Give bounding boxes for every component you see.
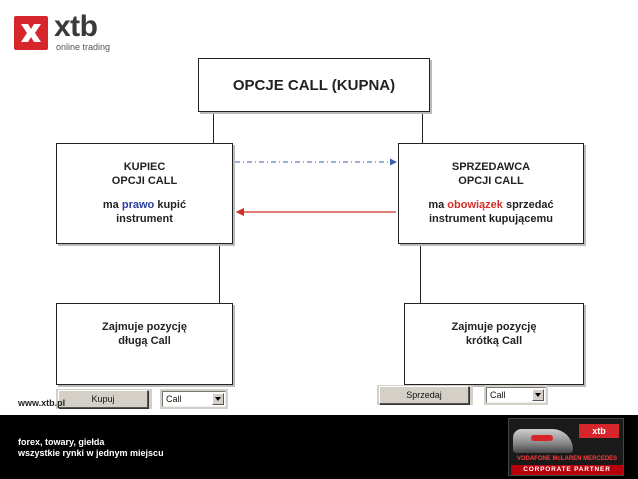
short-position-box: Zajmuje pozycję krótką Call <box>404 303 584 385</box>
sell-select-value: Call <box>490 390 506 400</box>
seller-box: SPRZEDAWCA OPCJI CALL ma obowiązek sprze… <box>398 143 584 244</box>
long-line2: długą Call <box>118 335 171 347</box>
buyer-line2: OPCJI CALL <box>111 175 178 187</box>
race-car-icon <box>513 429 573 453</box>
seller-line1: SPRZEDAWCA <box>451 161 531 173</box>
short-line2: krótką Call <box>465 335 523 347</box>
buyer-keyword: prawo <box>121 199 155 211</box>
sell-option-select[interactable]: Call <box>486 387 546 403</box>
logo-tagline: online trading <box>56 42 111 52</box>
buyer-post: kupić <box>157 199 187 211</box>
buyer-pre: ma <box>102 199 119 211</box>
seller-line2: OPCJI CALL <box>458 175 524 187</box>
seller-pre: ma <box>428 199 445 211</box>
chevron-down-icon[interactable] <box>212 393 224 405</box>
logo-mark-icon <box>14 16 48 50</box>
footer-tagline-line1: forex, towary, giełda <box>18 437 105 447</box>
connector-seller-short <box>420 244 421 303</box>
long-position-box: Zajmuje pozycję długą Call <box>56 303 233 385</box>
logo-wordmark: xtb <box>54 10 98 43</box>
connector-title-left <box>213 85 214 143</box>
chevron-down-icon[interactable] <box>532 389 544 401</box>
footer-bar: forex, towary, giełda wszystkie rynki w … <box>0 415 638 479</box>
diagram-title: OPCJE CALL (KUPNA) <box>232 77 396 94</box>
buy-select-value: Call <box>166 394 182 404</box>
partner-team-name: VODAFONE McLAREN MERCEDES <box>516 456 618 462</box>
seller-post: sprzedać <box>505 199 554 211</box>
connector-buyer-long <box>219 244 220 303</box>
xtb-logo: xtb online trading <box>14 10 124 52</box>
connector-title-right <box>422 112 423 143</box>
seller-line4: instrument kupującemu <box>428 213 554 225</box>
footer-tagline-line2: wszystkie rynki w jednym miejscu <box>18 448 164 458</box>
buyer-line1: KUPIEC <box>123 161 166 173</box>
long-line1: Zajmuje pozycję <box>102 321 187 333</box>
website-url: www.xtb.pl <box>18 398 66 408</box>
buyer-rights-line: ma prawo kupić <box>57 198 232 212</box>
partner-title: CORPORATE PARTNER <box>511 465 623 475</box>
seller-obligation-line: ma obowiązek sprzedać <box>399 198 583 212</box>
buy-button[interactable]: Kupuj <box>58 390 148 408</box>
buy-option-select[interactable]: Call <box>162 391 226 407</box>
footer-tagline: forex, towary, giełda wszystkie rynki w … <box>18 437 164 459</box>
seller-keyword: obowiązek <box>447 199 503 211</box>
sell-button[interactable]: Sprzedaj <box>379 386 469 404</box>
buyer-box: KUPIEC OPCJI CALL ma prawo kupić instrum… <box>56 143 233 244</box>
partner-xtb-logo: xtb <box>579 424 619 438</box>
diagram-title-box: OPCJE CALL (KUPNA) <box>198 58 430 112</box>
buyer-line4: instrument <box>116 213 173 225</box>
short-line1: Zajmuje pozycję <box>451 321 537 333</box>
partner-badge: xtb VODAFONE McLAREN MERCEDES CORPORATE … <box>508 418 624 476</box>
